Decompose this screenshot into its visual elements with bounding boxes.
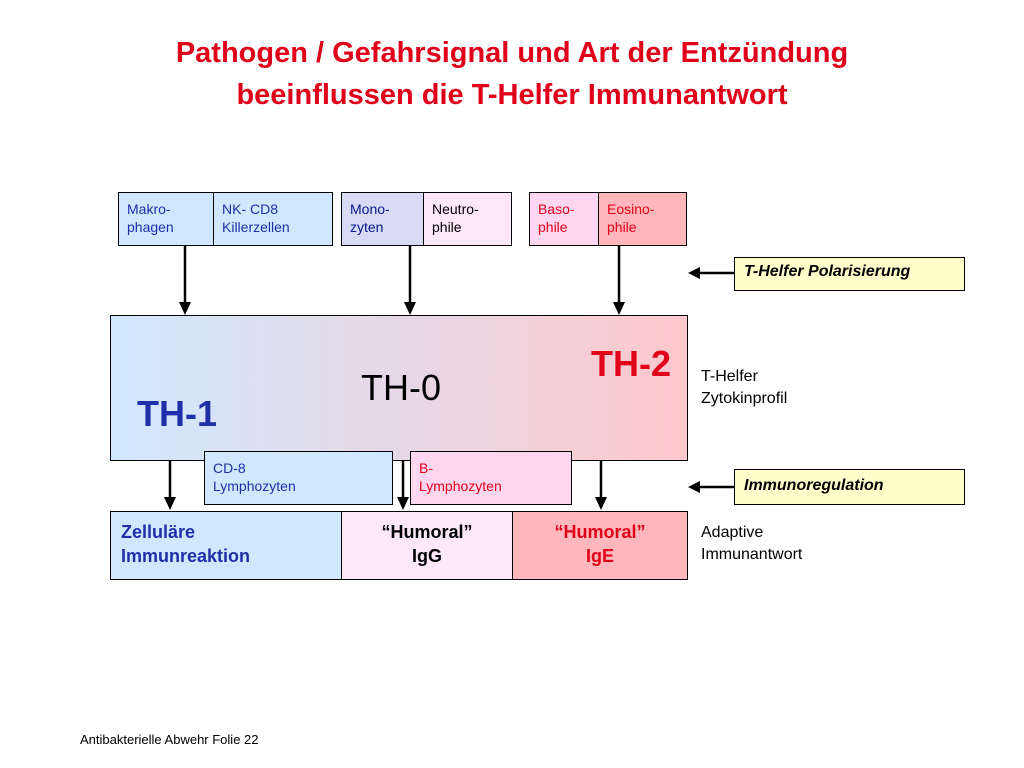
note-t-helfer-polarisierung: T-Helfer Polarisierung — [734, 257, 965, 291]
outcome-zellulaer-line-2: Immunreaktion — [121, 546, 251, 566]
b-lymphozyten-line-2: Lymphozyten — [419, 478, 502, 494]
cell-monozyten-line-1: Mono- — [350, 201, 390, 217]
arrow-down-humoral-ige — [595, 461, 607, 510]
cell-basophile-line-1: Baso- — [538, 201, 575, 217]
page-title-line-2: beeinflussen die T-Helfer Immunantwort — [236, 79, 788, 111]
cell-basophile: Baso- phile — [529, 192, 599, 246]
cell-basophile-line-2: phile — [538, 219, 568, 235]
cd8-lymphozyten-box: CD-8 Lymphozyten — [204, 451, 393, 505]
outcome-humoral-igg-line-2: IgG — [412, 546, 442, 566]
th-differentiation-box: TH-0 TH-1 TH-2 — [110, 315, 688, 461]
footer-slide-label: Antibakterielle Abwehr Folie 22 — [80, 732, 259, 747]
arrow-down-eosinophile — [613, 246, 625, 315]
cell-neutrophile-line-1: Neutro- — [432, 201, 479, 217]
th2-label: TH-2 — [591, 343, 671, 384]
cell-monozyten: Mono- zyten — [341, 192, 424, 246]
cell-makrophagen: Makro- phagen — [118, 192, 214, 246]
adaptive-immunantwort-label: Adaptive Immunantwort — [701, 522, 802, 566]
cd8-lymphozyten-line-1: CD-8 — [213, 460, 246, 476]
outcome-humoral-igg: “Humoral” IgG — [341, 511, 513, 580]
adaptive-line-2: Immunantwort — [701, 546, 803, 563]
cell-eosinophile-line-2: phile — [607, 219, 637, 235]
outcome-zellulaer-line-1: Zelluläre — [121, 522, 196, 542]
outcome-humoral-ige-line-2: IgE — [585, 546, 614, 566]
b-lymphozyten-line-1: B- — [419, 460, 433, 476]
outcome-humoral-ige-line-1: “Humoral” — [554, 522, 646, 542]
zytokinprofil-line-2: Zytokinprofil — [701, 390, 788, 407]
arrow-down-monozyten — [404, 246, 416, 315]
outcome-humoral-igg-line-1: “Humoral” — [381, 522, 473, 542]
arrow-left-polarisierung — [688, 267, 735, 279]
page-title-line-1: Pathogen / Gefahrsignal und Art der Entz… — [175, 37, 849, 69]
arrow-down-humoral-igg — [397, 461, 409, 510]
cell-nk-line-2: Killerzellen — [222, 219, 290, 235]
cell-makrophagen-line-1: Makro- — [127, 201, 171, 217]
b-lymphozyten-box: B- Lymphozyten — [410, 451, 572, 505]
cell-makrophagen-line-2: phagen — [127, 219, 174, 235]
arrow-down-zellulaer — [164, 461, 176, 510]
cell-monozyten-line-2: zyten — [350, 219, 384, 235]
cell-neutrophile: Neutro- phile — [423, 192, 512, 246]
th1-label: TH-1 — [137, 393, 217, 434]
cell-nk-killerzellen: NK- CD8 Killerzellen — [213, 192, 333, 246]
outcome-zellulaere-immunreaktion: Zelluläre Immunreaktion — [110, 511, 342, 580]
cell-eosinophile-line-1: Eosino- — [607, 201, 655, 217]
zytokinprofil-line-1: T-Helfer — [701, 368, 758, 385]
adaptive-line-1: Adaptive — [701, 524, 764, 541]
note-immunoregulation: Immunoregulation — [734, 469, 965, 505]
cell-nk-line-1: NK- CD8 — [222, 201, 279, 217]
cell-eosinophile: Eosino- phile — [598, 192, 687, 246]
outcome-humoral-ige: “Humoral” IgE — [512, 511, 688, 580]
th0-label: TH-0 — [361, 367, 441, 408]
cell-neutrophile-line-2: phile — [432, 219, 462, 235]
arrow-left-immunoregulation — [688, 481, 735, 493]
zytokinprofil-label: T-Helfer Zytokinprofil — [701, 366, 787, 410]
arrow-down-makrophagen — [179, 246, 191, 315]
cd8-lymphozyten-line-2: Lymphozyten — [213, 478, 296, 494]
